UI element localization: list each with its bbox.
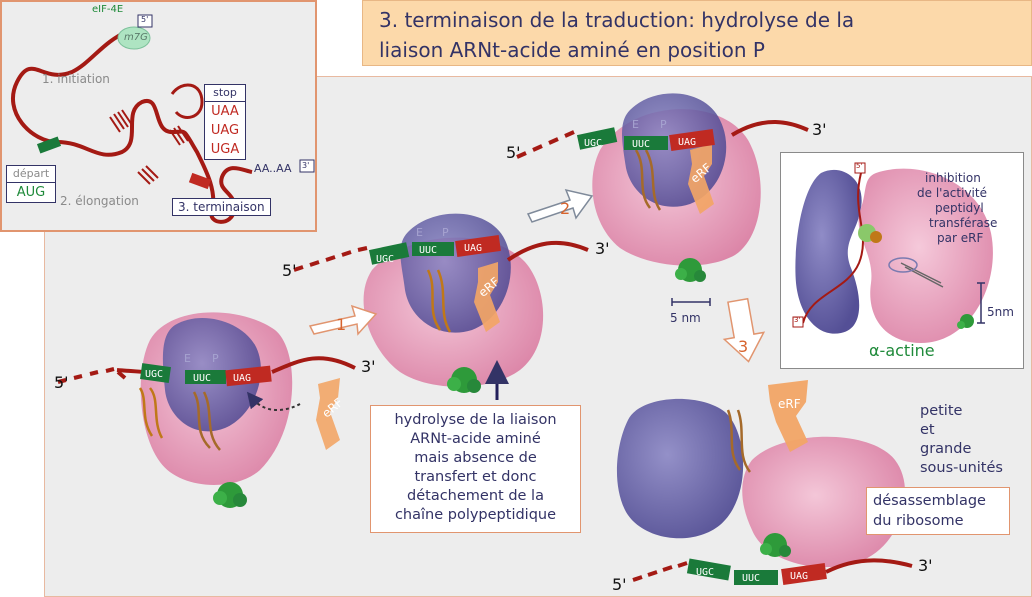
actin-three-prime: 3' [794, 316, 800, 324]
disassembled-ribosome [617, 380, 912, 580]
codon-1-c3-label: UAG [233, 373, 251, 384]
cap-five-prime-label: 5' [141, 15, 148, 24]
hydrolysis-line-6: chaîne polypeptidique [373, 506, 578, 525]
codon-4-c2-label: UUC [742, 573, 760, 584]
subunits-line-4: sous-unités [920, 459, 1003, 478]
ribosome-complex-2 [294, 214, 588, 400]
overview-inset: eIF-4E 5' m7G 1. initiation 2. élongatio… [0, 0, 317, 232]
step-2-label: 2 [560, 199, 570, 218]
title-line-1: 3. terminaison de la traduction: hydroly… [379, 5, 1015, 35]
complex-3-five-prime: 5' [506, 143, 521, 162]
codon-1-c1-label: UGC [145, 369, 163, 380]
codon-2-c1-label: UGC [376, 254, 394, 265]
stop-codon-box: stop UAA UAG UGA [204, 84, 246, 160]
eif-label: eIF-4E [92, 4, 123, 15]
actin-scale-label: 5nm [987, 305, 1014, 319]
step-1-label: 1 [336, 315, 346, 334]
disassembled-five-prime: 5' [612, 575, 627, 594]
start-codon-box: départ AUG [6, 165, 56, 203]
actin-note: inhibition de l'activité peptidyl transf… [917, 171, 997, 246]
codon-3-c3-label: UAG [678, 137, 696, 148]
subunits-line-1: petite [920, 402, 1003, 421]
elongation-label: 2. élongation [60, 194, 139, 208]
depart-label: départ [7, 166, 55, 183]
stop-codon-uaa: UAA [205, 102, 245, 121]
complex-1-site-p: P [212, 352, 219, 365]
m7g-label: m7G [124, 32, 148, 43]
title-box: 3. terminaison de la traduction: hydroly… [362, 0, 1032, 66]
complex-3-three-prime: 3' [812, 120, 827, 139]
complex-1-five-prime: 5' [54, 373, 69, 392]
complex-2-five-prime: 5' [282, 261, 297, 280]
actin-note-line-2: de l'activité [917, 186, 997, 201]
terminaison-label: 3. terminaison [172, 198, 271, 216]
actin-five-prime: 5' [856, 162, 862, 170]
hydrolysis-line-1: hydrolyse de la liaison [373, 411, 578, 430]
scale-bar-label: 5 nm [670, 311, 701, 325]
stop-label: stop [205, 85, 245, 102]
disassembled-three-prime: 3' [918, 556, 933, 575]
hydrolysis-line-4: transfert et donc [373, 468, 578, 487]
disassembly-line-2: du ribosome [873, 511, 1003, 531]
subunits-label: petite et grande sous-unités [920, 402, 1003, 478]
complex-3-site-p: P [660, 118, 667, 131]
complex-2-three-prime: 3' [595, 239, 610, 258]
hydrolysis-line-2: ARNt-acide aminé [373, 430, 578, 449]
actin-note-line-3: peptidyl [917, 201, 997, 216]
step-3-label: 3 [738, 337, 748, 356]
stop-codon-uga: UGA [205, 140, 245, 159]
codon-1-c2-label: UUC [193, 373, 211, 384]
codon-2-c3-label: UAG [464, 243, 482, 254]
disassembly-line-1: désassemblage [873, 491, 1003, 511]
polya-label: AA..AA [254, 162, 292, 175]
actin-inset: 5' 3' inhibition de l'activité peptidyl … [780, 152, 1024, 369]
inset-three-prime-label: 3' [302, 161, 309, 170]
hydrolysis-line-3: mais absence de [373, 449, 578, 468]
disassembled-erf-label: eRF [778, 397, 801, 411]
complex-1-three-prime: 3' [361, 357, 376, 376]
start-codon-label: AUG [7, 183, 55, 202]
complex-2-site-e: E [416, 226, 423, 239]
subunits-line-2: et [920, 421, 1003, 440]
hydrolysis-note: hydrolyse de la liaison ARNt-acide aminé… [370, 405, 581, 533]
codon-4-c3-label: UAG [790, 571, 808, 582]
actin-note-line-5: par eRF [917, 231, 997, 246]
actin-note-line-4: transférase [917, 216, 997, 231]
disassembly-note: désassemblage du ribosome [866, 487, 1010, 535]
actin-note-line-1: inhibition [917, 171, 997, 186]
codon-3-c2-label: UUC [632, 139, 650, 150]
ribosome-complex-1 [58, 312, 355, 508]
complex-3-site-e: E [632, 118, 639, 131]
title-line-2: liaison ARNt-acide aminé en position P [379, 35, 1015, 65]
hydrolysis-line-5: détachement de la [373, 487, 578, 506]
initiation-label: 1. initiation [42, 72, 110, 86]
stop-codon-uag: UAG [205, 121, 245, 140]
actin-label: α-actine [869, 341, 935, 360]
codon-4-c1-label: UGC [696, 567, 714, 578]
codon-3-c1-label: UGC [584, 138, 602, 149]
codon-2-c2-label: UUC [419, 245, 437, 256]
complex-2-site-p: P [442, 226, 449, 239]
complex-1-site-e: E [184, 352, 191, 365]
subunits-line-3: grande [920, 440, 1003, 459]
